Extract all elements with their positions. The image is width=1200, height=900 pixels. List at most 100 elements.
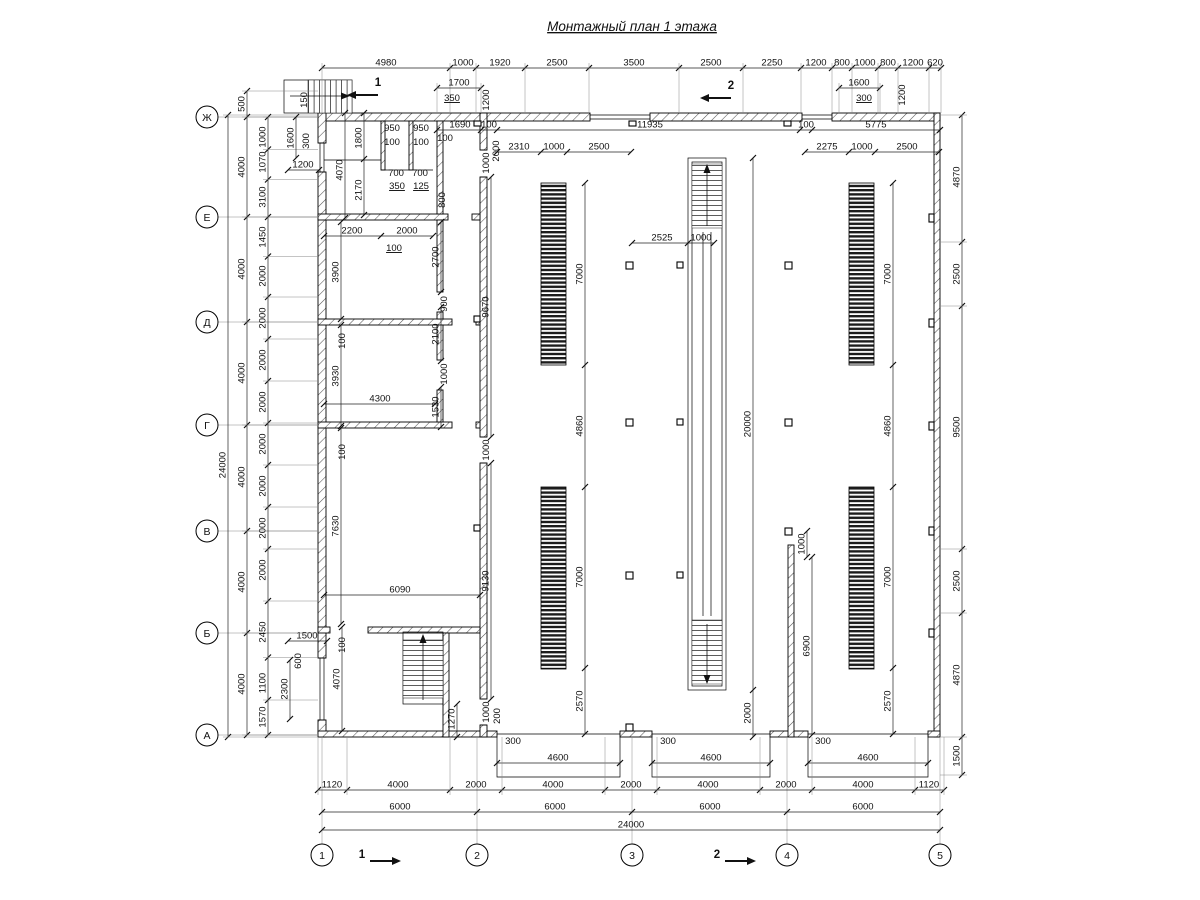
dimension-label: 6900 bbox=[802, 635, 813, 656]
dimension-label: 4070 bbox=[332, 668, 343, 689]
dimension-label: 1800 bbox=[354, 127, 365, 148]
dimension-label: 2000 bbox=[491, 140, 502, 161]
section-label: 1 bbox=[375, 77, 382, 89]
shaft-arrow-down bbox=[703, 675, 711, 684]
dimension-label: 2000 bbox=[396, 226, 417, 237]
dimension-label: 9670 bbox=[481, 296, 492, 317]
dimension-label: 1600 bbox=[848, 78, 869, 89]
dimension-label: 4600 bbox=[857, 753, 878, 764]
dimension-label: 2000 bbox=[743, 702, 754, 723]
dimension-label: 2000 bbox=[775, 780, 796, 791]
dimension-label: 2000 bbox=[620, 780, 641, 791]
axis-row-circle bbox=[195, 413, 219, 437]
dimension-label: 2500 bbox=[952, 263, 963, 284]
axis-row-circle bbox=[195, 105, 219, 129]
dimension-label: 600 bbox=[293, 653, 304, 669]
dimension-label: 4000 bbox=[237, 466, 248, 487]
dimension-label: 2570 bbox=[575, 690, 586, 711]
ramp-hatch-sw bbox=[540, 486, 567, 670]
axis-col-circle bbox=[465, 843, 489, 867]
dimension-label: 9500 bbox=[952, 416, 963, 437]
dimension-label: 4000 bbox=[387, 780, 408, 791]
shaft-arrow-up bbox=[703, 164, 711, 173]
dimension-label: 6000 bbox=[852, 802, 873, 813]
escalator-shaft bbox=[687, 157, 727, 691]
dimension-label: 1920 bbox=[489, 58, 510, 69]
dimension-label: 4000 bbox=[237, 673, 248, 694]
ramp-hatch-ne bbox=[848, 182, 875, 366]
dimension-label: 2170 bbox=[354, 179, 365, 200]
dimension-label: 2700 bbox=[431, 246, 442, 267]
dimension-label: 2000 bbox=[465, 780, 486, 791]
dimension-label: 500 bbox=[237, 96, 248, 112]
dimension-label: 2000 bbox=[258, 265, 269, 286]
dimension-label: 1530 bbox=[431, 396, 442, 417]
dimension-label: 7630 bbox=[331, 515, 342, 536]
axis-row-circle bbox=[195, 205, 219, 229]
dimension-label: 6000 bbox=[389, 802, 410, 813]
dimension-label: 1120 bbox=[919, 780, 939, 791]
dimension-label: 700 bbox=[412, 168, 428, 179]
dimension-label: 2000 bbox=[258, 349, 269, 370]
stair-direction-arrow bbox=[341, 92, 350, 100]
dimension-label: 6000 bbox=[699, 802, 720, 813]
dimension-label: 5775 bbox=[865, 120, 886, 131]
dimension-label: 1000 bbox=[854, 58, 875, 69]
dimension-label: 300 bbox=[815, 736, 831, 747]
dimension-label: 2200 bbox=[341, 226, 362, 237]
dimension-label: 1000 bbox=[690, 233, 711, 244]
dimension-label: 7000 bbox=[883, 566, 894, 587]
dimension-label: 24000 bbox=[618, 820, 644, 831]
stairs-bottom-left bbox=[402, 631, 444, 705]
dimension-label: 4860 bbox=[575, 415, 586, 436]
dimension-label: 125 bbox=[413, 181, 429, 192]
ramp-hatch-se bbox=[848, 486, 875, 670]
dimension-label: 4300 bbox=[369, 394, 390, 405]
dimension-label: 4000 bbox=[237, 156, 248, 177]
section-label: 2 bbox=[714, 849, 720, 861]
drawing-title: Монтажный план 1 этажа bbox=[547, 19, 717, 34]
dimension-label: 1200 bbox=[292, 160, 313, 171]
dimension-label: 20000 bbox=[743, 411, 754, 437]
dimension-label: 150 bbox=[299, 92, 310, 108]
dimension-label: 1000 bbox=[851, 142, 872, 153]
dimension-label: 6090 bbox=[389, 585, 410, 596]
dimension-label: 100 bbox=[798, 120, 814, 131]
dimension-label: 3900 bbox=[331, 261, 342, 282]
dimension-label: 100 bbox=[337, 637, 348, 653]
dimension-label: 4000 bbox=[852, 780, 873, 791]
axis-row-label: Е bbox=[203, 212, 210, 224]
dimension-label: 7000 bbox=[575, 263, 586, 284]
axis-row-label: А bbox=[203, 730, 210, 742]
dimension-label: 4000 bbox=[697, 780, 718, 791]
dimension-label: 100 bbox=[337, 333, 348, 349]
axis-row-label: Д bbox=[203, 317, 210, 329]
dimension-label: 1000 bbox=[481, 701, 492, 722]
dimension-label: 4000 bbox=[542, 780, 563, 791]
dimension-label: 7000 bbox=[883, 263, 894, 284]
dimension-label: 2000 bbox=[258, 307, 269, 328]
axis-col-circle bbox=[928, 843, 952, 867]
columns bbox=[473, 120, 935, 732]
dimension-label: 4070 bbox=[335, 159, 346, 180]
dimension-label: 2275 bbox=[816, 142, 837, 153]
dimension-label: 2310 bbox=[508, 142, 529, 153]
dimension-label: 350 bbox=[389, 181, 405, 192]
dimension-label: 4600 bbox=[700, 753, 721, 764]
axis-row-label: В bbox=[203, 526, 210, 538]
dimension-label: 900 bbox=[439, 296, 450, 312]
section-arrow bbox=[747, 857, 756, 865]
dimension-label: 2500 bbox=[588, 142, 609, 153]
section-arrow bbox=[700, 94, 709, 102]
dimension-label: 100 bbox=[386, 243, 402, 254]
dimension-label: 1690 bbox=[449, 120, 470, 131]
dimension-label: 1000 bbox=[439, 363, 450, 384]
dimension-label: 100 bbox=[337, 444, 348, 460]
dimension-label: 1200 bbox=[902, 58, 923, 69]
axis-row-circle bbox=[195, 519, 219, 543]
dimension-label: 4870 bbox=[952, 166, 963, 187]
dimension-label: 2000 bbox=[258, 559, 269, 580]
dimension-label: 100 bbox=[437, 133, 453, 144]
